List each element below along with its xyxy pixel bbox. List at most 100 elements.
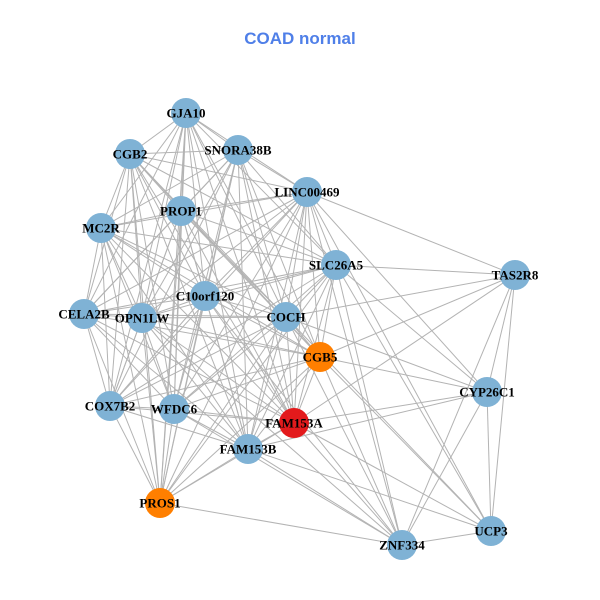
node-c10orf120[interactable] [190,281,220,311]
edge-opn1lw-wfdc6 [141,317,175,410]
node-ucp3[interactable] [476,516,506,546]
node-circle-pros1[interactable] [145,488,175,518]
node-circle-snora38b[interactable] [223,135,253,165]
node-tas2r8[interactable] [500,260,530,290]
node-circle-mc2r[interactable] [86,213,116,243]
node-circle-coch[interactable] [271,302,301,332]
edge-coch-wfdc6 [173,316,287,410]
node-opn1lw[interactable] [127,303,157,333]
edge-mc2r-pros1 [100,227,161,504]
edge-coch-cox7b2 [109,316,287,407]
edge-mc2r-cox7b2 [100,227,111,407]
node-label-cyp26c1: CYP26C1 [459,385,515,400]
node-label-ucp3: UCP3 [474,524,508,539]
edge-slc26a5-fam153b [247,264,337,450]
edge-gja10-fam153b [185,112,249,450]
node-prop1[interactable] [166,196,196,226]
edge-tas2r8-ucp3 [490,274,516,532]
edge-cgb5-cyp26c1 [319,356,488,393]
node-circle-gja10[interactable] [171,98,201,128]
node-circle-cgb5[interactable] [305,342,335,372]
edge-linc00469-cela2b [83,191,308,315]
node-wfdc6[interactable] [159,394,189,424]
node-linc00469[interactable] [292,177,322,207]
edge-coch-fam153a [285,316,295,424]
edge-slc26a5-cyp26c1 [335,264,488,393]
node-cox7b2[interactable] [95,391,125,421]
node-label-cox7b2: COX7B2 [85,399,136,414]
node-cela2b[interactable] [69,299,99,329]
node-circle-linc00469[interactable] [292,177,322,207]
edge-cela2b-wfdc6 [83,313,175,410]
edge-fam153a-ucp3 [293,422,492,532]
edge-linc00469-pros1 [159,191,308,504]
edge-cela2b-cox7b2 [83,313,111,407]
edge-fam153b-ucp3 [247,448,492,532]
edge-pros1-znf334 [159,502,403,546]
edge-mc2r-c10orf120 [100,227,206,297]
node-circle-fam153a[interactable] [279,408,309,438]
node-circle-znf334[interactable] [387,530,417,560]
edge-slc26a5-tas2r8 [335,264,516,276]
node-snora38b[interactable] [223,135,253,165]
node-circle-ucp3[interactable] [476,516,506,546]
node-circle-tas2r8[interactable] [500,260,530,290]
node-cyp26c1[interactable] [472,377,502,407]
edge-gja10-c10orf120 [185,112,206,297]
edge-prop1-slc26a5 [180,210,337,266]
node-cgb2[interactable] [115,139,145,169]
node-label-cgb5: CGB5 [303,350,338,365]
edge-linc00469-tas2r8 [306,191,516,276]
node-label-fam153b: FAM153B [220,442,277,457]
node-pros1[interactable] [145,488,175,518]
edge-tas2r8-cgb5 [319,274,516,358]
node-label-c10orf120: C10orf120 [176,289,235,304]
edge-prop1-cgb5 [180,210,321,358]
edge-slc26a5-znf334 [335,264,403,546]
edge-tas2r8-coch [285,274,516,318]
node-circle-opn1lw[interactable] [127,303,157,333]
edge-opn1lw-coch [141,316,287,319]
edge-mc2r-fam153b [100,227,249,450]
node-circle-cela2b[interactable] [69,299,99,329]
node-circle-slc26a5[interactable] [321,250,351,280]
node-mc2r[interactable] [86,213,116,243]
edge-cyp26c1-ucp3 [486,391,492,532]
edge-coch-pros1 [159,316,287,504]
edge-cela2b-fam153a [83,313,295,424]
edge-cela2b-cgb5 [83,313,321,358]
node-coch[interactable] [271,302,301,332]
edge-opn1lw-fam153b [141,317,249,450]
edge-cyp26c1-fam153a [293,391,488,424]
node-circle-cgb2[interactable] [115,139,145,169]
node-fam153b[interactable] [233,434,263,464]
node-label-pros1: PROS1 [139,496,180,511]
edge-coch-fam153b [247,316,287,450]
edge-linc00469-cyp26c1 [306,191,488,393]
edge-cyp26c1-fam153b [247,391,488,450]
node-circle-c10orf120[interactable] [190,281,220,311]
node-gja10[interactable] [171,98,201,128]
edge-cgb2-snora38b [129,149,239,155]
node-znf334[interactable] [387,530,417,560]
node-circle-cyp26c1[interactable] [472,377,502,407]
node-circle-fam153b[interactable] [233,434,263,464]
chart-title: COAD normal [244,29,356,48]
node-fam153a[interactable] [279,408,309,438]
edge-cgb2-linc00469 [129,153,308,193]
node-circle-prop1[interactable] [166,196,196,226]
edge-c10orf120-fam153b [204,295,249,450]
node-cgb5[interactable] [305,342,335,372]
edge-fam153a-znf334 [293,422,403,546]
edge-linc00469-fam153a [293,191,308,424]
node-circle-cox7b2[interactable] [95,391,125,421]
edge-wfdc6-fam153a [173,408,295,424]
node-label-cgb2: CGB2 [113,147,148,162]
edge-opn1lw-cgb5 [141,317,321,358]
node-slc26a5[interactable] [321,250,351,280]
edge-cox7b2-pros1 [109,405,161,504]
edge-opn1lw-cox7b2 [109,317,143,407]
edge-cela2b-coch [83,313,287,318]
edge-snora38b-cox7b2 [109,149,239,407]
node-circle-wfdc6[interactable] [159,394,189,424]
